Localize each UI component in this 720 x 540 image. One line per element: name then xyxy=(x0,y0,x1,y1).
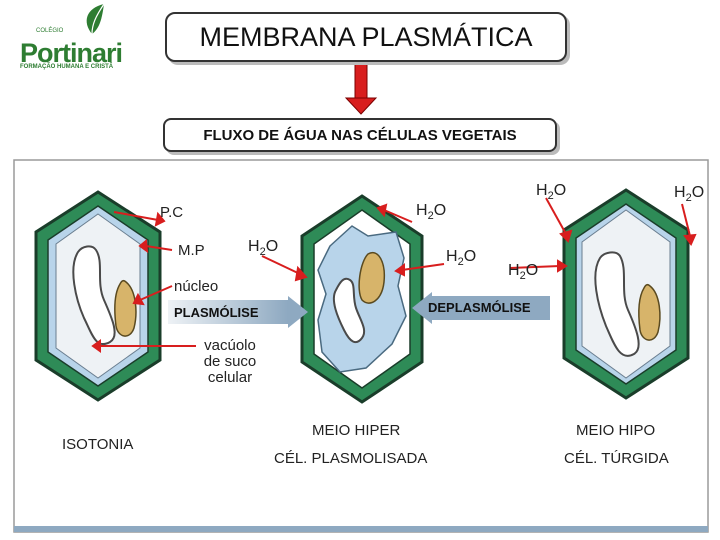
label-plasmolysis: PLASMÓLISE xyxy=(174,305,259,320)
cell-plasmolysed xyxy=(300,194,424,404)
label-deplasmolysis: DEPLASMÓLISE xyxy=(428,300,531,315)
nucleus-turgid xyxy=(638,283,661,341)
label-vacuole-line2: de suco xyxy=(203,353,257,370)
diagram-frame xyxy=(13,159,709,533)
nucleus-plasmolysed xyxy=(358,251,386,304)
logo-name: Portinari xyxy=(20,38,123,68)
shrunken-protoplast xyxy=(317,225,407,373)
label-cel-turgida: CÉL. TÚRGIDA xyxy=(564,450,669,467)
label-plasma-membrane: M.P xyxy=(178,242,205,259)
nucleus-isotonic xyxy=(114,279,137,337)
logo-leaf-icon xyxy=(86,3,105,35)
h2o-label: H2O xyxy=(674,184,705,205)
h2o-label: H2O xyxy=(248,238,279,259)
label-vacuole: vacúolo de suco celular xyxy=(198,338,262,386)
h2o-label: H2O xyxy=(416,202,447,223)
label-vacuole-line1: vacúolo xyxy=(204,337,256,354)
label-pointers xyxy=(91,197,697,353)
vacuole-shape-plasmolysed xyxy=(332,277,366,344)
label-meio-hiper: MEIO HIPER xyxy=(312,422,401,439)
h2o-label: H2O xyxy=(446,248,477,269)
h2o-label: H2O xyxy=(508,262,539,283)
cell-turgid xyxy=(562,188,690,400)
label-cell-wall: P.C xyxy=(160,204,184,221)
h2o-label: H2O xyxy=(536,182,567,203)
label-cel-plasmolisada: CÉL. PLASMOLISADA xyxy=(274,450,428,467)
label-meio-hipo: MEIO HIPO xyxy=(576,422,656,439)
title-down-arrow xyxy=(344,61,378,115)
vacuole-shape-turgid xyxy=(594,251,640,357)
label-nucleus: núcleo xyxy=(174,278,219,295)
vacuole-shape-isotonic xyxy=(72,245,116,345)
label-isotonia: ISOTONIA xyxy=(62,436,134,453)
page-title: MEMBRANA PLASMÁTICA xyxy=(165,12,567,62)
cell-isotonic xyxy=(34,190,162,402)
diagram-band xyxy=(14,526,708,532)
label-vacuole-line3: celular xyxy=(207,369,253,386)
logo-small-text: COLÉGIO xyxy=(36,28,64,34)
section-subtitle: FLUXO DE ÁGUA NAS CÉLULAS VEGETAIS xyxy=(163,118,557,152)
logo-tagline: FORMAÇÃO HUMANA E CRISTÃ xyxy=(20,64,114,70)
